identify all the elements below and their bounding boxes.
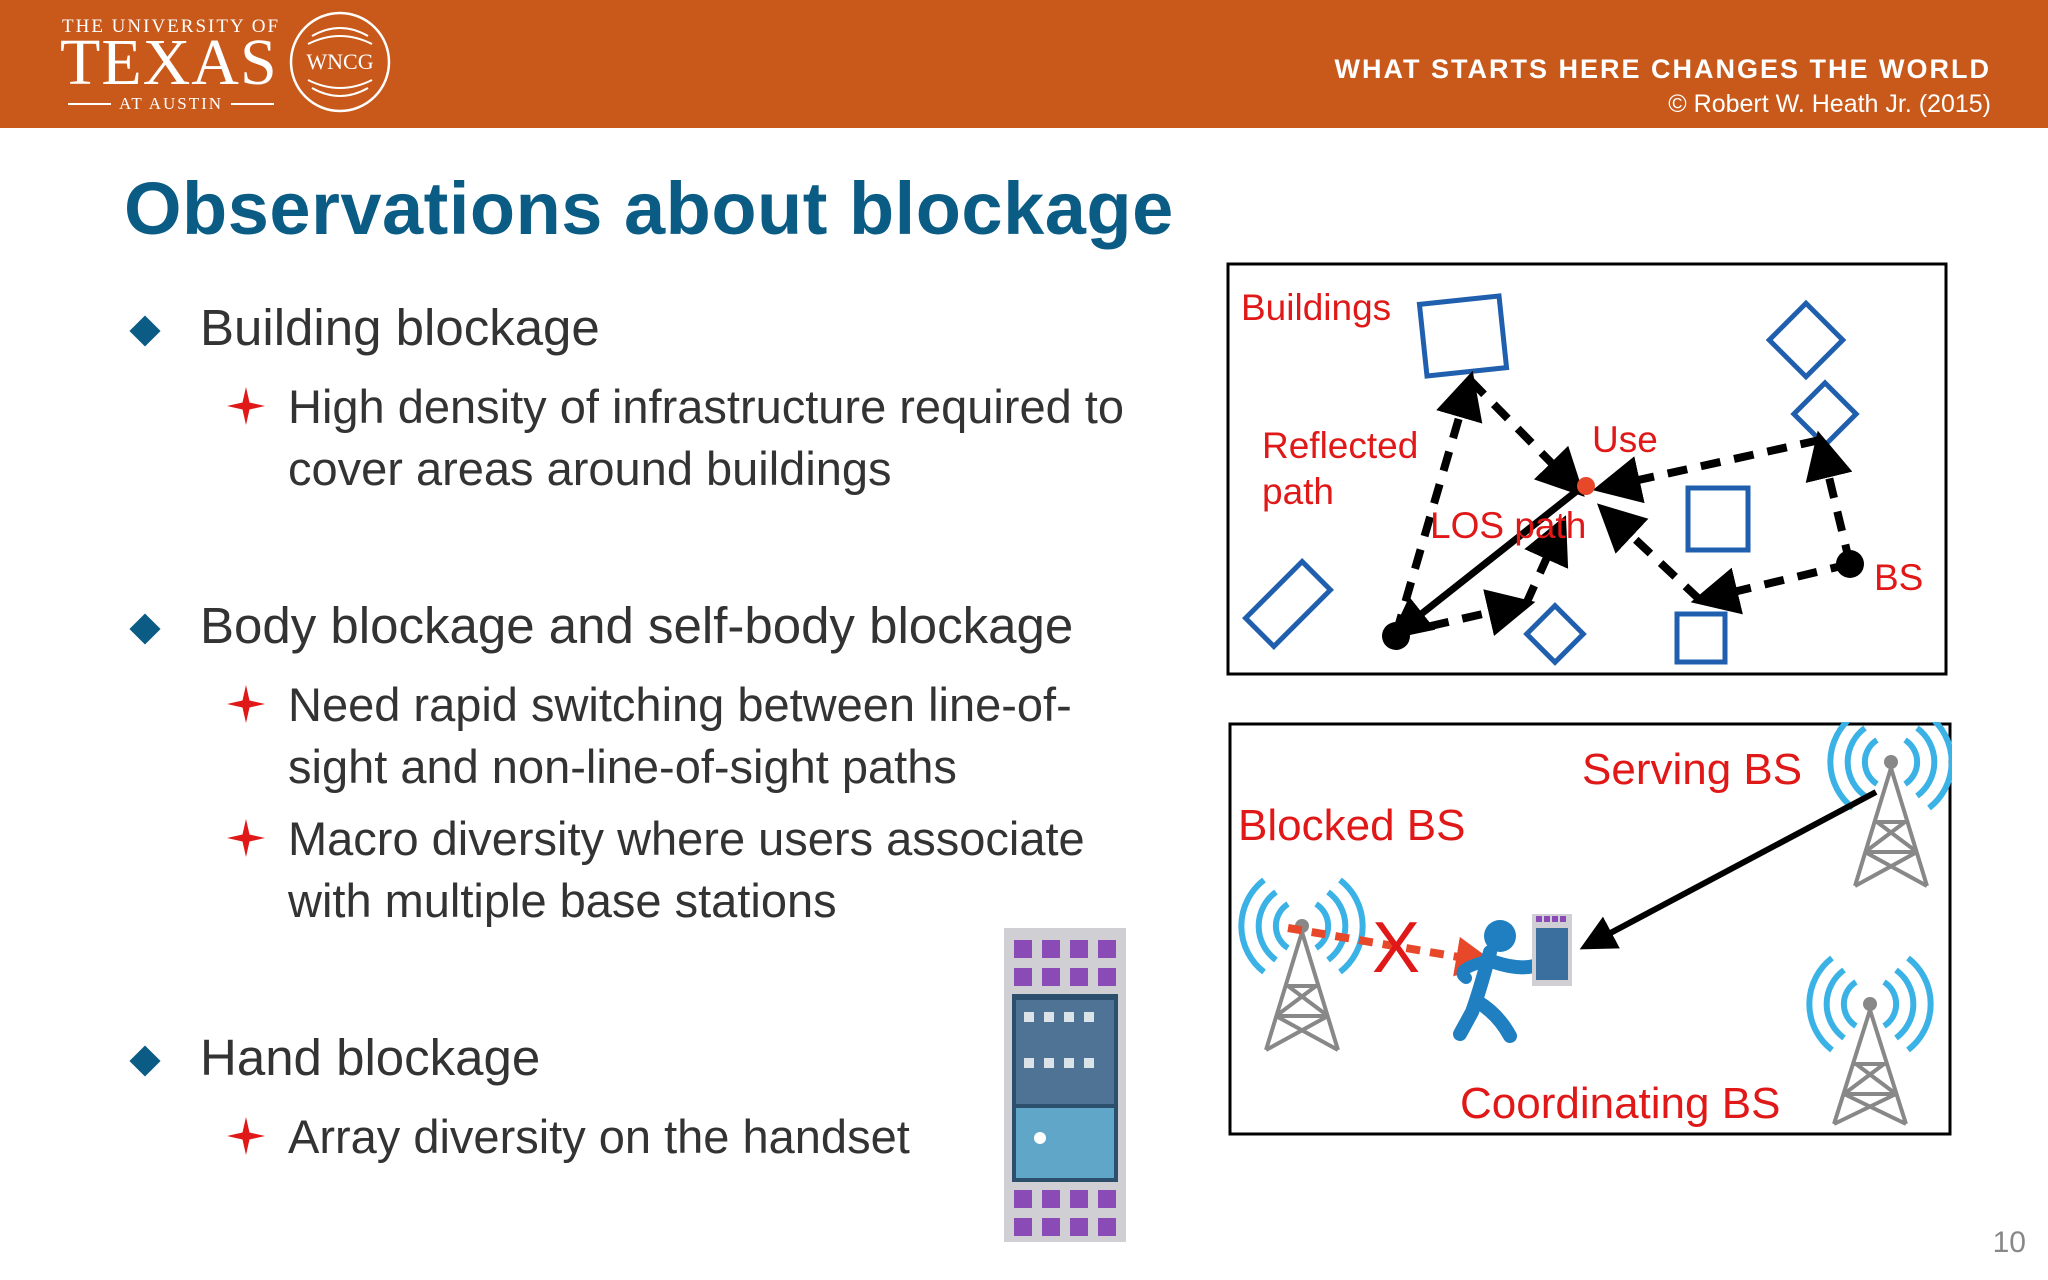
label-coordinating-bs: Coordinating BS bbox=[1460, 1079, 1780, 1128]
label-reflected: Reflected bbox=[1262, 425, 1418, 466]
los-path-line bbox=[1389, 487, 1581, 640]
red-star-icon bbox=[227, 819, 265, 857]
tagline: WHAT STARTS HERE CHANGES THE WORLD bbox=[1334, 54, 1991, 84]
sub-bullet-infrastructure: High density of infrastructure required … bbox=[288, 380, 1124, 495]
handset-array-image bbox=[1004, 928, 1126, 1242]
building-blockage-diagram: Buildings Reflected path Use LOS path BS bbox=[1226, 262, 1948, 676]
phone-icon bbox=[1532, 914, 1572, 986]
building-shape bbox=[1765, 299, 1847, 381]
label-los-path: LOS path bbox=[1430, 505, 1586, 546]
label-serving-bs: Serving BS bbox=[1582, 745, 1802, 794]
label-buildings: Buildings bbox=[1241, 287, 1391, 328]
label-bs: BS bbox=[1874, 557, 1923, 598]
wncg-seal-icon: WNCG bbox=[289, 11, 391, 113]
coordinating-tower-icon bbox=[1806, 955, 1934, 1126]
copyright: © Robert W. Heath Jr. (2015) bbox=[1668, 90, 1991, 118]
red-star-icon bbox=[227, 1117, 265, 1155]
header-banner: THE UNIVERSITY OF TEXAS AT AUSTIN WNCG W… bbox=[0, 0, 2048, 128]
logo-bottom-text: AT AUSTIN bbox=[118, 94, 224, 113]
sub-bullet-array-diversity: Array diversity on the handset bbox=[288, 1110, 910, 1163]
label-user: Use bbox=[1592, 419, 1658, 460]
user-figure-icon bbox=[1453, 920, 1541, 1043]
page-number: 10 bbox=[1992, 1226, 2026, 1259]
label-blocked-bs: Blocked BS bbox=[1238, 801, 1465, 850]
slide-title: Observations about blockage bbox=[124, 167, 1174, 250]
bullet-body-blockage: Body blockage and self-body blockage bbox=[200, 597, 1074, 654]
serving-tower-icon bbox=[1827, 722, 1952, 888]
logo-rule-right bbox=[231, 103, 274, 105]
bullet-diamond-icon bbox=[129, 613, 161, 645]
sub-bullet-rapid-switching: Need rapid switching between line-of-sig… bbox=[288, 678, 1072, 793]
label-path: path bbox=[1262, 471, 1334, 512]
building-shape bbox=[1242, 558, 1334, 650]
logo-top-text: THE UNIVERSITY OF bbox=[62, 16, 281, 37]
logo-main-text: TEXAS bbox=[60, 26, 278, 99]
blocked-tower-icon bbox=[1238, 877, 1366, 1052]
sub-bullet-macro-diversity: Macro diversity where users associate wi… bbox=[288, 812, 1085, 927]
bullet-diamond-icon bbox=[129, 315, 161, 347]
red-star-icon bbox=[227, 685, 265, 723]
red-star-icon bbox=[227, 387, 265, 425]
serving-link-line bbox=[1579, 789, 1878, 950]
bullet-hand-blockage: Hand blockage bbox=[200, 1029, 541, 1086]
node-dot bbox=[1382, 622, 1410, 650]
seal-text: WNCG bbox=[306, 49, 373, 74]
body-blockage-diagram: X Serving BS Blocked BS Coordinating BS bbox=[1228, 722, 1952, 1136]
bs-node-dot bbox=[1836, 550, 1864, 578]
bullet-building-blockage: Building blockage bbox=[200, 299, 600, 356]
blocked-x-icon: X bbox=[1372, 908, 1420, 988]
blocked-link-line bbox=[1287, 924, 1496, 977]
building-shape bbox=[1523, 602, 1587, 666]
building-shape bbox=[1790, 379, 1860, 449]
building-shape bbox=[1685, 485, 1751, 553]
logo-bottom: AT AUSTIN bbox=[68, 94, 274, 114]
user-node-dot bbox=[1577, 477, 1595, 495]
logo-rule-left bbox=[68, 103, 111, 105]
bullet-diamond-icon bbox=[129, 1045, 161, 1077]
